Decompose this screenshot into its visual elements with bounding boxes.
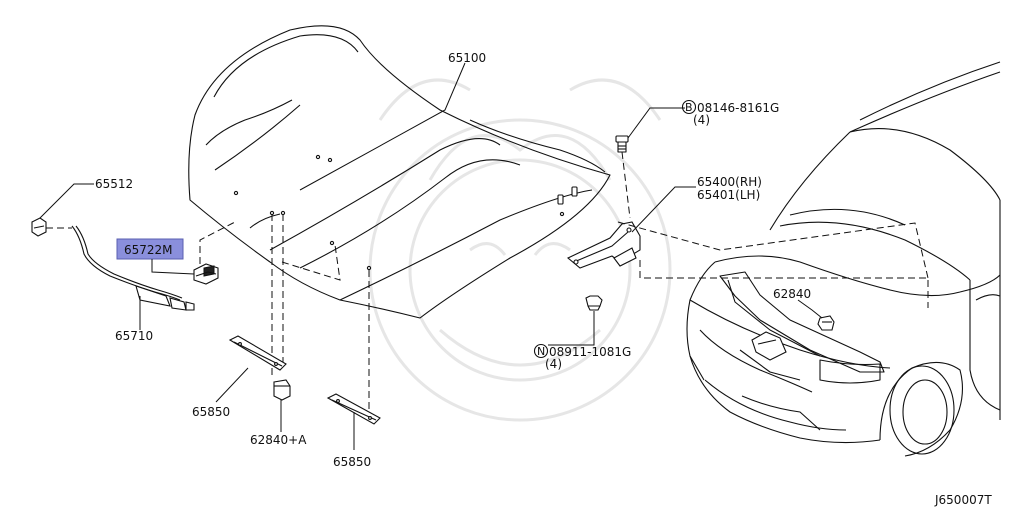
nut-part [585, 295, 603, 311]
nut-prefix: N [537, 345, 545, 358]
hinge-part [566, 221, 641, 269]
label-bolt: 08146-8161G [697, 101, 779, 115]
bumper-left-part [273, 379, 291, 401]
nut-prefix-badge [533, 343, 549, 359]
dash-hood-car [281, 244, 341, 281]
label-seal-right: 65850 [333, 455, 371, 469]
label-nut: 08911-1081G [549, 345, 631, 359]
dash-bolt-hinge [621, 151, 631, 219]
bolt-prefix: B [685, 101, 693, 114]
diagram-code: J650007T [934, 493, 992, 507]
label-cable: 65710 [115, 329, 153, 343]
seal-right-part [326, 393, 381, 425]
leader-hood [299, 62, 466, 191]
release-cable [71, 225, 181, 301]
label-bumper-right: 62840 [773, 287, 811, 301]
hood-panel [188, 25, 611, 319]
bolt-prefix-badge [681, 99, 697, 115]
leader-clip [39, 183, 94, 219]
leader-hinge [631, 186, 696, 233]
bolt-part [615, 135, 629, 153]
dash-hinge-car [639, 260, 929, 308]
lock-highlight-box [116, 238, 184, 260]
dash-hood-car-top [617, 221, 929, 279]
leader-nut [548, 311, 595, 346]
label-hood: 65100 [448, 51, 486, 65]
label-seal-left: 65850 [192, 405, 230, 419]
leader-seal-left [215, 367, 249, 403]
label-hinge-lh: 65401(LH) [697, 188, 760, 202]
seal-left-part [228, 335, 287, 371]
label-nut-qty: (4) [545, 357, 562, 371]
leader-bolt [627, 107, 685, 139]
dash-lock-hood [199, 221, 236, 264]
car-illustration [686, 61, 1001, 457]
lock-part [193, 263, 219, 285]
cable-end-fitting [135, 285, 171, 307]
label-lock: 65722M [124, 243, 173, 257]
leader-lock [151, 259, 195, 275]
label-clip: 65512 [95, 177, 133, 191]
label-hinge-rh: 65400(RH) [697, 175, 762, 189]
label-bumper-left: 62840+A [250, 433, 307, 447]
clip-part [31, 217, 47, 237]
label-bolt-qty: (4) [693, 113, 710, 127]
leader-bumper-right [797, 299, 823, 319]
